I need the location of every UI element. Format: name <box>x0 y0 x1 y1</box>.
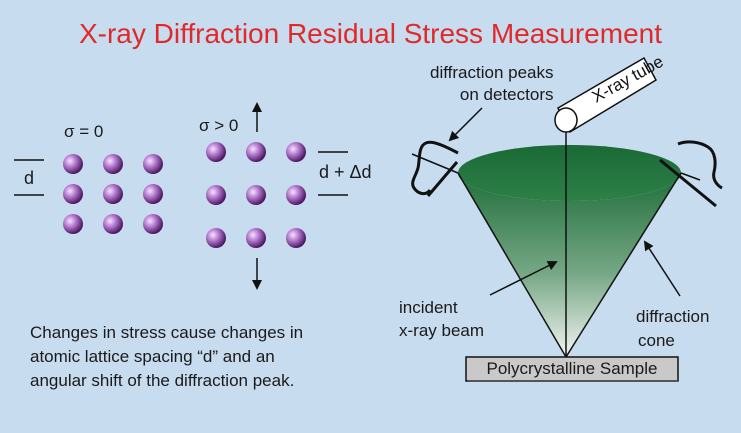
atom <box>143 214 163 234</box>
cone-left-edge <box>457 172 567 358</box>
xray-tube <box>554 56 658 134</box>
spacing-d-label: d <box>24 168 35 188</box>
stressed-lattice <box>206 102 348 290</box>
incident-beam-label: incident x-ray beam <box>399 296 484 342</box>
sigma-zero-label: σ = 0 <box>64 122 104 141</box>
diagram-title: X-ray Diffraction Residual Stress Measur… <box>78 18 663 49</box>
atom <box>143 154 163 174</box>
right-detector-ray <box>680 172 701 181</box>
cone-top-ellipse <box>458 145 681 201</box>
caption-line-2: atomic lattice spacing “d” and an <box>30 347 275 366</box>
diffraction-cone-label: diffraction cone <box>636 305 709 353</box>
cone-right-edge <box>565 172 682 358</box>
caption-line-1: Changes in stress cause changes in <box>30 323 304 342</box>
atom <box>286 185 306 205</box>
atom <box>246 185 266 205</box>
atom <box>103 214 123 234</box>
atom <box>286 142 306 162</box>
cone-callout-arrow <box>643 240 681 297</box>
atom <box>206 142 226 162</box>
sample-label: Polycrystalline Sample <box>486 359 658 378</box>
right-detector-plate <box>659 158 717 208</box>
incident-label-line-2: x-ray beam <box>399 321 485 340</box>
atom <box>246 142 266 162</box>
sample-block <box>465 356 679 382</box>
unstressed-lattice <box>14 154 163 234</box>
detectors-label-line-2: on detectors <box>459 85 554 104</box>
detectors-callout-arrow <box>448 107 483 142</box>
diffraction-cone <box>457 120 682 358</box>
incident-callout-arrow <box>489 261 558 296</box>
sigma-positive-label: σ > 0 <box>199 116 239 135</box>
atom <box>63 154 83 174</box>
cone-body <box>458 173 681 357</box>
right-detector-arc <box>677 140 723 190</box>
incident-label-line-1: incident <box>399 298 458 317</box>
left-detector-arc <box>411 140 459 196</box>
caption-line-3: angular shift of the diffraction peak. <box>30 371 295 390</box>
left-detector <box>411 140 459 197</box>
atom <box>206 228 226 248</box>
right-detector <box>659 140 723 208</box>
detectors-label-line-1: diffraction peaks <box>430 63 554 82</box>
atom <box>246 228 266 248</box>
atom <box>103 184 123 204</box>
left-detector-plate <box>426 161 459 197</box>
atom <box>63 184 83 204</box>
spacing-d-delta-label: d + Δd <box>319 162 372 182</box>
caption: Changes in stress cause changes in atomi… <box>30 321 303 393</box>
detectors-label: diffraction peaks on detectors <box>430 62 553 106</box>
cone-label-line-2: cone <box>638 331 675 350</box>
atom <box>286 228 306 248</box>
xray-tube-window <box>554 107 578 133</box>
atom <box>206 185 226 205</box>
cone-label-line-1: diffraction <box>636 307 710 326</box>
atom <box>103 154 123 174</box>
atom <box>63 214 83 234</box>
atom <box>143 184 163 204</box>
